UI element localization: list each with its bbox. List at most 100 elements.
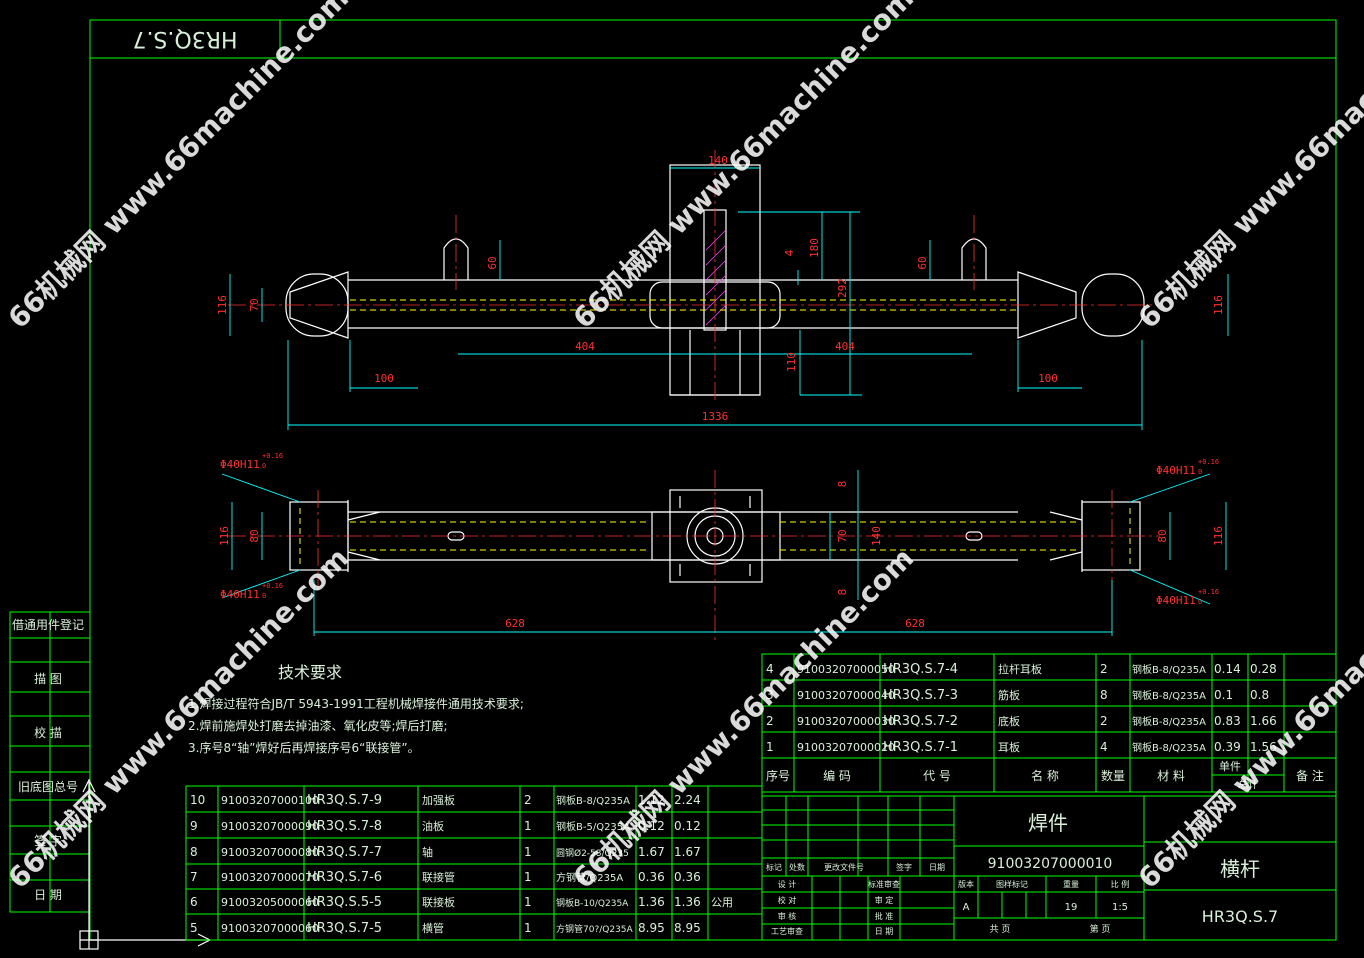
svg-text:+0.16: +0.16 <box>262 582 283 590</box>
svg-text:8.95: 8.95 <box>638 921 665 935</box>
svg-text:0: 0 <box>1198 598 1202 606</box>
svg-text:公用: 公用 <box>711 896 733 909</box>
bom-upper-row-2: 2 91003207000030 HR3Q.S.7-2 底板 2 钢板B-8/Q… <box>766 714 1277 729</box>
svg-text:总计: 总计 <box>1238 778 1258 791</box>
svg-text:91003207000050: 91003207000050 <box>797 663 895 676</box>
dim-4: 4 <box>783 249 796 256</box>
svg-text:HR3Q.S.5-5: HR3Q.S.5-5 <box>307 895 382 910</box>
svg-text:标准审查: 标准审查 <box>868 879 900 889</box>
dim-b70: 70 <box>836 529 849 542</box>
svg-text:0.12: 0.12 <box>674 819 701 833</box>
svg-text:名 称: 名 称 <box>1031 768 1059 783</box>
svg-text:8: 8 <box>190 845 198 859</box>
svg-text:HR3Q.S.7-2: HR3Q.S.7-2 <box>883 714 958 729</box>
svg-text:0.36: 0.36 <box>674 870 701 884</box>
stamp-trace: 描 图 <box>34 672 62 686</box>
phi-label-top-left: Φ40H11 +0.16 0 <box>220 452 283 471</box>
svg-text:0.83: 0.83 <box>1214 714 1241 728</box>
svg-text:5: 5 <box>190 921 198 935</box>
svg-text:单件: 单件 <box>1219 760 1241 773</box>
svg-text:8: 8 <box>1100 688 1108 702</box>
svg-text:Φ40H11: Φ40H11 <box>220 588 260 601</box>
stamp-borrow: 借通用件登记 <box>12 617 84 632</box>
dim-b116-right: 116 <box>1212 526 1225 546</box>
dim-628-left: 628 <box>505 617 525 630</box>
title-rev-labels: 标记 处数 更改文件号 签字 日期 <box>766 862 945 872</box>
title-weld: 焊件 <box>1028 811 1068 835</box>
svg-text:HR3Q.S.7-4: HR3Q.S.7-4 <box>883 662 958 677</box>
svg-text:校 对: 校 对 <box>778 895 797 905</box>
stamp-old-no: 旧底图总号 <box>18 779 78 794</box>
dim-100-left: 100 <box>374 372 394 385</box>
svg-text:横管: 横管 <box>422 921 444 935</box>
watermark-3: 66机械网 www.66mac <box>1132 83 1364 335</box>
title-stage-labels: 版本 图样标记 重量 比 例 A 19 1:5 共 页 第 页 <box>958 879 1129 935</box>
svg-text:91003207000080: 91003207000080 <box>221 846 319 859</box>
svg-text:1: 1 <box>766 740 774 754</box>
stamp-date: 日 期 <box>34 888 62 902</box>
svg-text:+0.16: +0.16 <box>1198 588 1219 596</box>
svg-text:联接板: 联接板 <box>422 895 455 909</box>
bom-lower-row-8: 8 91003207000080 HR3Q.S.7-7 轴 1 圆钢Ø2-58/… <box>190 845 701 860</box>
svg-text:图样标记: 图样标记 <box>996 879 1028 889</box>
svg-text:代 号: 代 号 <box>923 769 951 783</box>
bom-upper-row-4: 4 91003207000050 HR3Q.S.7-4 拉杆耳板 2 钢板B-8… <box>766 662 1277 677</box>
svg-text:批 准: 批 准 <box>875 911 894 921</box>
front-view: 140 180 4 292 60 60 116 70 116 404 404 1… <box>216 150 1229 430</box>
svg-text:2.24: 2.24 <box>674 793 701 807</box>
svg-text:HR3Q.S.7-1: HR3Q.S.7-1 <box>883 740 958 755</box>
tech-req-line-1: 1.焊接过程符合JB/T 5943-1991工程机械焊接件通用技术要求; <box>188 696 524 711</box>
bom-upper-row-1: 1 91003207000020 HR3Q.S.7-1 耳板 4 钢板B-8/Q… <box>766 740 1277 755</box>
svg-text:HR3Q.S.7-3: HR3Q.S.7-3 <box>883 688 958 703</box>
dim-180: 180 <box>808 238 821 258</box>
svg-text:1.67: 1.67 <box>674 845 701 859</box>
svg-text:8.95: 8.95 <box>674 921 701 935</box>
svg-text:0.1: 0.1 <box>1214 688 1233 702</box>
svg-text:1: 1 <box>524 921 532 935</box>
dim-b8-bottom: 8 <box>836 589 849 596</box>
stamp-check: 校 描 <box>34 725 62 740</box>
bom-lower-row-9: 9 91003207000090 HR3Q.S.7-8 油板 1 钢板B-5/Q… <box>190 819 701 834</box>
svg-text:工艺审查: 工艺审查 <box>771 926 803 936</box>
svg-text:91003207000100: 91003207000100 <box>221 794 319 807</box>
dim-110: 110 <box>785 352 798 372</box>
svg-text:方钢管70?/Q235A: 方钢管70?/Q235A <box>556 923 634 935</box>
bom-upper-row-3: 3 91003207000040 HR3Q.S.7-3 筋板 8 钢板B-8/Q… <box>766 688 1269 703</box>
stamp-sign: 签 字 <box>34 833 62 848</box>
svg-text:Φ40H11: Φ40H11 <box>220 458 260 471</box>
title-part-name: 横杆 <box>1220 857 1260 881</box>
svg-text:设 计: 设 计 <box>778 879 797 889</box>
svg-text:HR3Q.S.7-7: HR3Q.S.7-7 <box>307 845 382 860</box>
title-block-grid <box>761 795 1337 941</box>
svg-text:HR3Q.S.7-8: HR3Q.S.7-8 <box>307 819 382 834</box>
bom-lower-grid <box>185 785 763 941</box>
watermark-2: 66机械网 www.66machine.com <box>567 0 920 335</box>
svg-text:0: 0 <box>1198 468 1202 476</box>
svg-text:HR3Q.S.7-5: HR3Q.S.7-5 <box>307 921 382 936</box>
svg-text:+0.16: +0.16 <box>1198 458 1219 466</box>
dim-60-right: 60 <box>916 256 929 269</box>
svg-text:1.36: 1.36 <box>674 895 701 909</box>
svg-text:钢板B-10/Q235A: 钢板B-10/Q235A <box>556 897 629 909</box>
svg-text:91003207000020: 91003207000020 <box>797 741 895 754</box>
svg-text:1.12: 1.12 <box>638 793 665 807</box>
svg-text:A: A <box>963 902 970 913</box>
tech-req-title: 技术要求 <box>278 663 342 682</box>
dim-1336: 1336 <box>702 410 729 423</box>
svg-text:0: 0 <box>262 462 266 470</box>
svg-text:钢板B-8/Q235A: 钢板B-8/Q235A <box>556 794 630 807</box>
title-drawing-no: HR3Q.S.7 <box>1202 907 1278 926</box>
dim-116-left: 116 <box>216 295 229 315</box>
svg-text:7: 7 <box>190 870 198 884</box>
bom-upper-grid <box>761 653 1337 793</box>
title-mid-labels: 标准审查 审 定 批 准 日 期 <box>868 879 900 936</box>
svg-text:+0.16: +0.16 <box>262 452 283 460</box>
svg-text:HR3Q.S.7-9: HR3Q.S.7-9 <box>307 793 382 808</box>
svg-text:0.14: 0.14 <box>1214 662 1241 676</box>
svg-text:1: 1 <box>524 895 532 909</box>
tech-req-line-2: 2.焊前施焊处打磨去掉油漆、氧化皮等;焊后打磨; <box>188 718 448 733</box>
svg-text:方钢管/Q235A: 方钢管/Q235A <box>556 871 623 884</box>
watermarks: 66机械网 www.66machine.com 66机械网 www.66mach… <box>2 0 1364 895</box>
bom-lower-row-6: 6 91003205000060 HR3Q.S.5-5 联接板 1 钢板B-10… <box>190 895 733 910</box>
dim-116-right: 116 <box>1212 295 1225 315</box>
